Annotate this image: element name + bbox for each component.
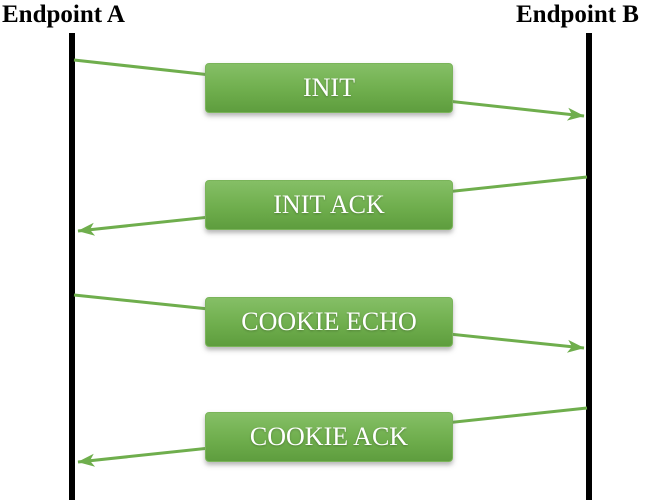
- message-label-cookie-echo: COOKIE ECHO: [205, 297, 453, 347]
- lifeline-endpoint-a: [69, 33, 75, 500]
- message-label-init-ack: INIT ACK: [205, 180, 453, 230]
- endpoint-a-label: Endpoint A: [2, 1, 125, 28]
- endpoint-b-label: Endpoint B: [516, 1, 639, 28]
- lifeline-endpoint-b: [586, 33, 592, 500]
- message-label-cookie-ack: COOKIE ACK: [205, 412, 453, 462]
- message-label-init: INIT: [205, 63, 453, 113]
